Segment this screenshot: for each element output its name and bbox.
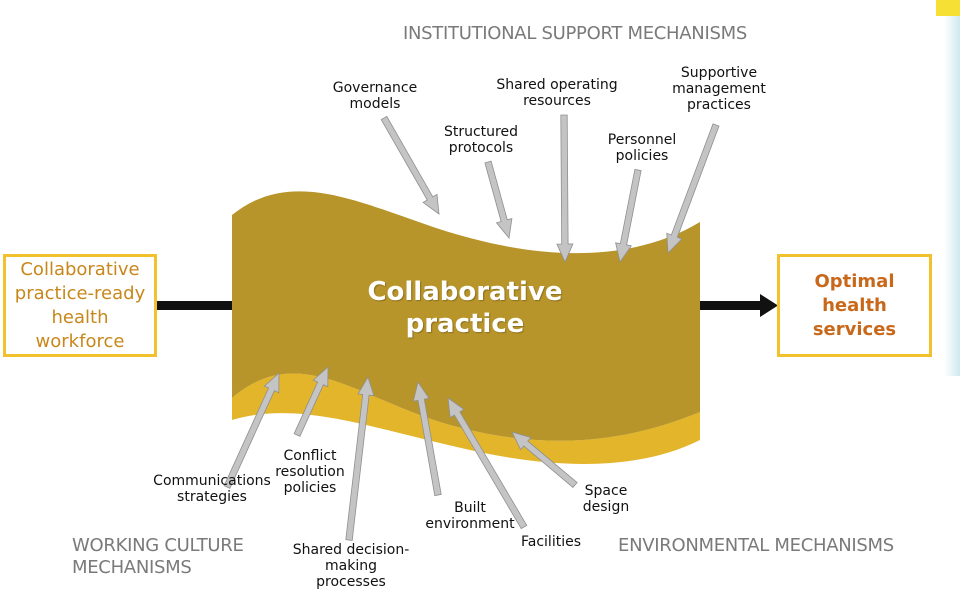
label-facilities: Facilities — [521, 534, 581, 550]
arrow-space — [511, 431, 578, 488]
arrow-shared-decision — [345, 376, 375, 541]
arrow-communications — [223, 372, 280, 489]
arrow-conflict — [293, 366, 329, 437]
label-governance-models: Governance models — [332, 80, 418, 112]
edge-accent — [944, 16, 960, 376]
section-working-culture: WORKING CULTURE MECHANISMS — [72, 535, 244, 578]
label-shared-decision-making: Shared decision- making processes — [292, 542, 410, 590]
arrow-facilities — [447, 397, 528, 530]
arrow-built — [412, 381, 442, 497]
output-services-text: Optimal health services — [812, 270, 897, 340]
arrow-governance — [380, 115, 440, 215]
section-environmental: ENVIRONMENTAL MECHANISMS — [618, 535, 894, 556]
arrow-personnel — [615, 168, 642, 263]
output-services-box: Optimal health services — [777, 254, 932, 357]
section-institutional: INSTITUTIONAL SUPPORT MECHANISMS — [403, 23, 747, 44]
corner-accent — [936, 0, 960, 16]
label-conflict-resolution: Conflict resolution policies — [275, 448, 345, 496]
mechanism-arrows — [223, 114, 720, 541]
input-flow-arrow — [157, 301, 237, 310]
label-supportive-management: Supportive management practices — [672, 65, 766, 113]
arrow-shared-operating — [556, 114, 574, 263]
arrow-structured — [484, 160, 513, 239]
input-workforce-text: Collaborative practice-ready health work… — [14, 258, 146, 352]
output-flow-arrow — [700, 294, 778, 317]
label-structured-protocols: Structured protocols — [443, 124, 518, 156]
label-space-design: Space design — [582, 483, 630, 515]
collaborative-band-underside — [232, 373, 700, 464]
label-personnel-policies: Personnel policies — [607, 132, 677, 164]
collaborative-band — [232, 191, 700, 441]
label-shared-operating-resources: Shared operating resources — [496, 77, 618, 109]
label-communications-strategies: Communications strategies — [153, 473, 271, 505]
center-title: Collaborative practice — [367, 277, 563, 339]
arrow-supportive — [666, 123, 720, 254]
diagram-canvas — [157, 114, 778, 541]
input-workforce-box: Collaborative practice-ready health work… — [3, 254, 157, 357]
label-built-environment: Built environment — [425, 500, 515, 532]
